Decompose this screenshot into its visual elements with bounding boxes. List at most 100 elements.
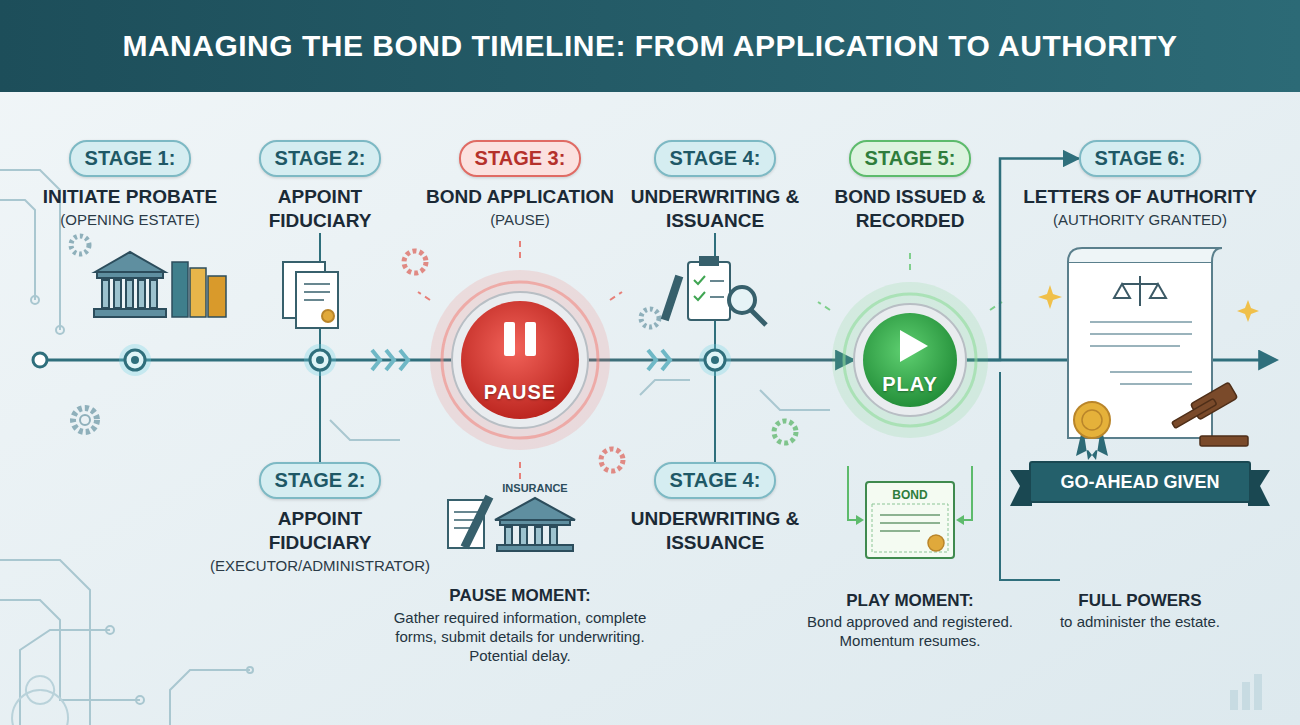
bar-decoration [1230, 690, 1238, 710]
play-button-shape [854, 304, 966, 416]
timeline-dot [119, 344, 731, 376]
clipboard-icon [729, 287, 755, 313]
bar-decoration [1230, 674, 1262, 710]
circuit-decoration [0, 200, 35, 300]
folder-icon [172, 262, 188, 317]
button-label: PAUSE [452, 380, 588, 404]
play-rays [818, 302, 830, 310]
stage-box: STAGE 4:UNDERWRITING & ISSUANCE [625, 140, 805, 233]
clipboard-icon [694, 276, 705, 300]
insurance-building-icon [495, 498, 575, 520]
stage-number: STAGE 1: [69, 140, 192, 177]
stage-title: BOND ISSUED & RECORDED [830, 185, 990, 233]
stage-number: STAGE 6: [1079, 140, 1202, 177]
play-rays [909, 252, 911, 270]
play-button-shape [844, 294, 976, 426]
stage-subtitle: (EXECUTOR/ADMINISTRATOR) [195, 556, 445, 576]
courthouse-icon [138, 280, 145, 308]
clipboard-icon [700, 257, 718, 265]
bond-certificate-icon [848, 466, 972, 558]
building-label: INSURANCE [485, 482, 585, 495]
document-icon [322, 310, 334, 322]
timeline-dot [131, 356, 139, 364]
stage-number: STAGE 5: [849, 140, 972, 177]
circuit-decoration [136, 696, 144, 704]
courthouse-icon [94, 252, 166, 317]
bond-certificate-icon [880, 515, 940, 531]
stage-box: STAGE 4:UNDERWRITING & ISSUANCE [625, 462, 805, 555]
play-button-shape [854, 304, 966, 416]
document-icon [283, 262, 338, 328]
courthouse-icon [95, 252, 165, 272]
circuit-decoration [640, 380, 690, 395]
bond-certificate-icon [928, 535, 944, 551]
callout-heading: PLAY MOMENT: [790, 590, 1030, 611]
ribbon-shape [1010, 470, 1032, 506]
diagram-title: MANAGING THE BOND TIMELINE: FROM APPLICA… [122, 29, 1177, 63]
courthouse-icon [102, 280, 109, 308]
chevron-arrows [648, 350, 656, 370]
pause-rays [418, 240, 622, 480]
gavel-icon [1200, 436, 1248, 446]
stage-box: STAGE 5: BOND ISSUED & RECORDED [825, 140, 995, 233]
insurance-building-icon [497, 545, 573, 551]
clipboard-icon [662, 276, 682, 320]
pause-button: PAUSE [452, 292, 588, 428]
clipboard-icon [662, 257, 766, 325]
authority-scroll-icon [1082, 410, 1102, 430]
authority-scroll-icon [1074, 402, 1110, 438]
courthouse-icon [114, 280, 121, 308]
circuit-decoration [26, 676, 54, 704]
timeline-dot [310, 350, 330, 370]
certificate-label: BOND [870, 488, 950, 502]
insurance-building-icon [535, 527, 542, 545]
bond-certificate-icon [848, 466, 858, 520]
stage-box: STAGE 2:APPOINT FIDUCIARY [245, 140, 395, 233]
clipboard-icon [710, 281, 724, 297]
banner-label: GO-AHEAD GIVEN [1060, 472, 1219, 493]
pause-button-shape [452, 292, 588, 428]
stage-number: STAGE 2: [259, 140, 382, 177]
pause-button-shape [452, 292, 588, 428]
gear-decoration [641, 309, 659, 327]
stage-subtitle: (OPENING ESTATE) [15, 210, 245, 230]
sparkle-icon [1038, 285, 1259, 322]
clipboard-icon [688, 262, 730, 320]
pause-rays [418, 292, 430, 300]
callout-heading: PAUSE MOMENT: [380, 585, 660, 606]
circuit-decoration [0, 170, 830, 725]
stage-box: STAGE 3:BOND APPLICATION(PAUSE) [405, 140, 635, 230]
play-button: PLAY [854, 304, 966, 416]
insurance-building-icon [550, 527, 557, 545]
circuit-decoration [56, 326, 64, 334]
circuit-decoration [106, 626, 114, 634]
pen-and-form-icon [462, 496, 492, 548]
stage-title: BOND APPLICATION [405, 185, 635, 209]
stage-number: STAGE 4: [654, 462, 777, 499]
document-icon [304, 284, 330, 300]
stage-title: INITIATE PROBATE [15, 185, 245, 209]
callout-heading: FULL POWERS [1065, 590, 1215, 611]
timeline-dot [699, 344, 731, 376]
pause-button-shape [430, 270, 610, 450]
stage-subtitle: (PAUSE) [405, 210, 635, 230]
timeline-line [33, 353, 47, 367]
stage-box: STAGE 6:LETTERS OF AUTHORITY(AUTHORITY G… [1005, 140, 1275, 230]
gear-decoration [71, 236, 89, 254]
title-bar [0, 0, 1300, 92]
button-label: PLAY [854, 372, 966, 396]
bond-certificate-icon [962, 466, 972, 520]
courthouse-icon [94, 309, 166, 317]
sparkle-icon [1038, 285, 1062, 309]
bar-decoration [1254, 674, 1262, 710]
ribbon-shape [1030, 462, 1250, 502]
stage-title: LETTERS OF AUTHORITY [1005, 185, 1275, 209]
circuit-decoration [760, 390, 830, 410]
timeline-dot [125, 350, 145, 370]
authority-scroll-icon [1114, 276, 1166, 306]
clipboard-icon [751, 310, 766, 325]
gavel-icon [1172, 382, 1248, 446]
sparkle-icon [1237, 300, 1259, 322]
circuit-decoration [247, 667, 253, 673]
bond-certificate-icon [856, 515, 864, 525]
